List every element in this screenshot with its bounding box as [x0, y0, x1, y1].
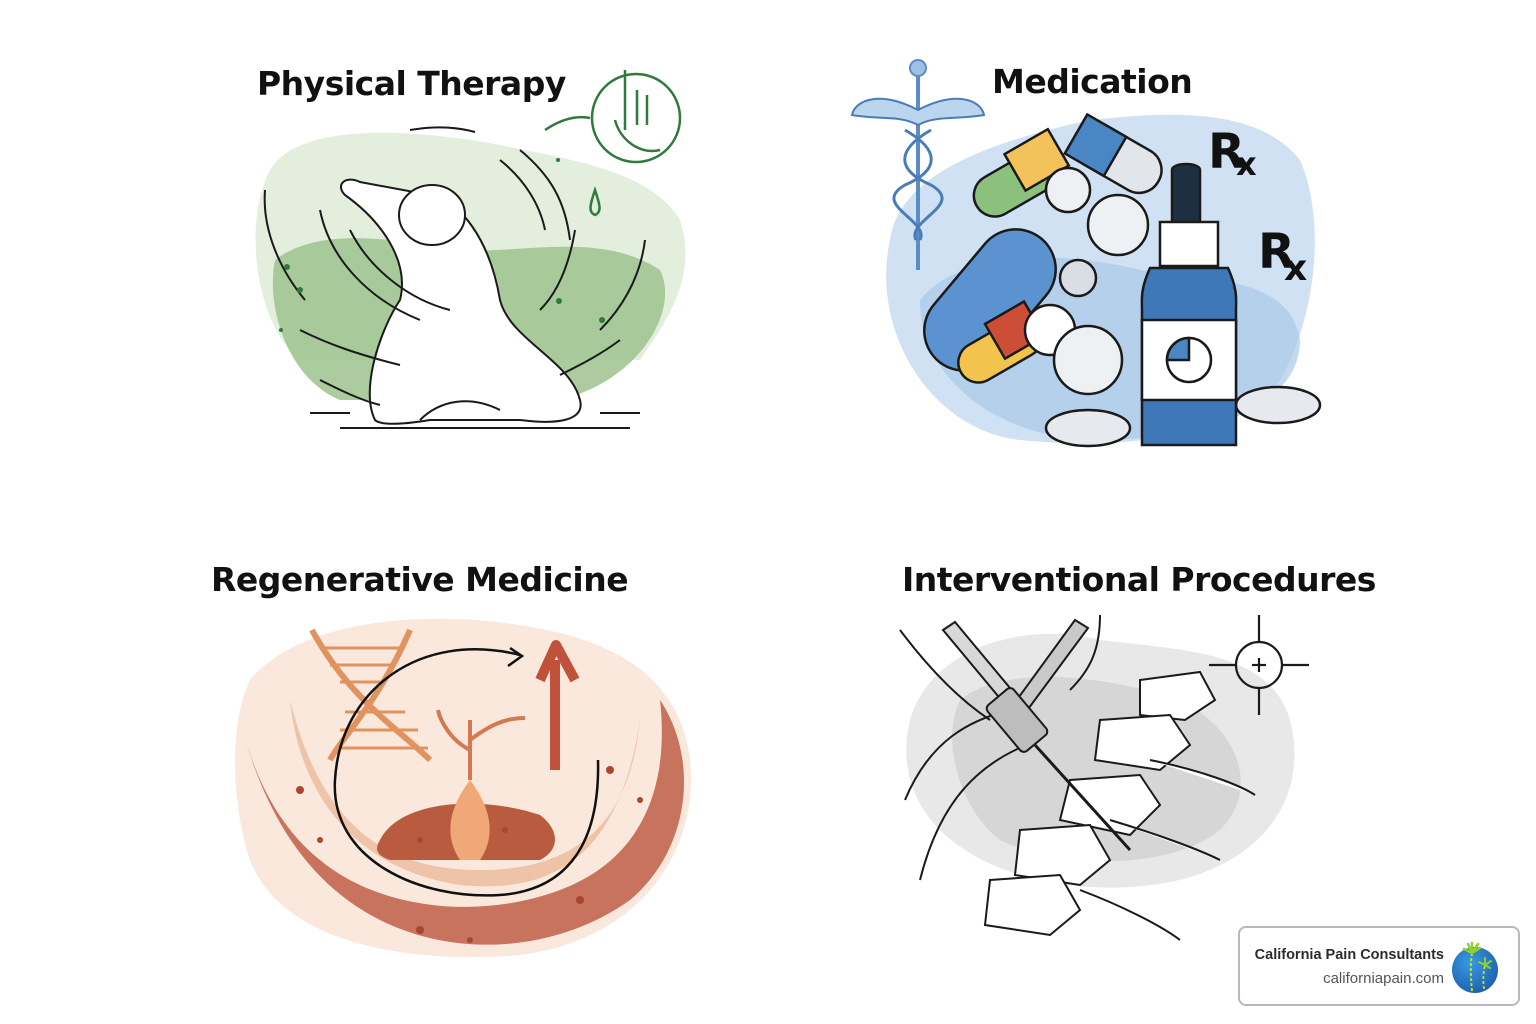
dna-sprout-icon: [235, 618, 692, 958]
svg-text:x: x: [1284, 248, 1307, 289]
person-stretching-icon: [255, 70, 686, 429]
svg-text:x: x: [1236, 145, 1257, 183]
panel-title-medication: Medication: [992, 62, 1193, 101]
rx-symbol: R: [1258, 224, 1295, 280]
palm-globe-icon: [1452, 941, 1498, 993]
rx-symbol: R: [1208, 124, 1245, 180]
pills-and-bottle-icon: R x R x: [850, 59, 1322, 448]
panel-title-interventional-procedures: Interventional Procedures: [902, 560, 1376, 599]
brand-badge[interactable]: California Pain Consultants californiapa…: [1238, 926, 1520, 1006]
brand-name: California Pain Consultants: [1254, 947, 1444, 963]
crosshair-icon: [1209, 615, 1309, 715]
brand-url[interactable]: californiapain.com: [1323, 970, 1444, 987]
spine-injection-icon: [899, 614, 1309, 941]
panel-title-physical-therapy: Physical Therapy: [257, 64, 566, 103]
panel-title-regenerative-medicine: Regenerative Medicine: [211, 560, 629, 599]
